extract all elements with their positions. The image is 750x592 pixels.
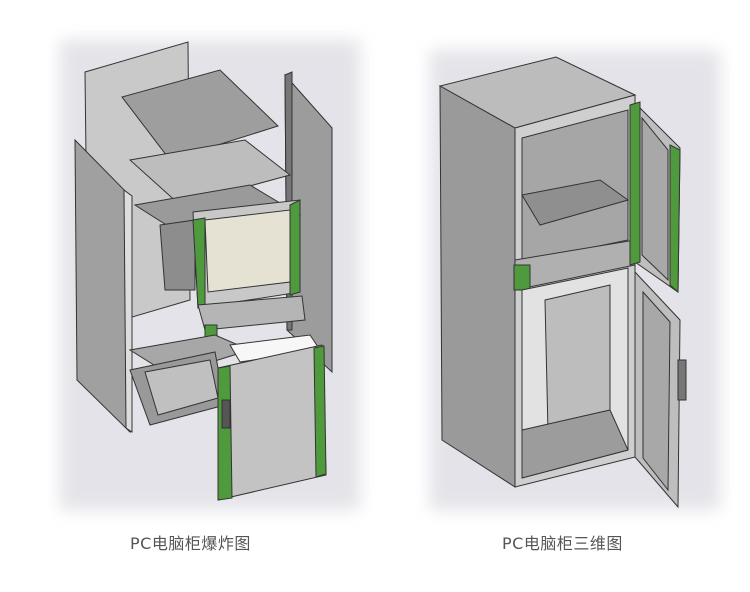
upper-door-green-right (289, 199, 301, 296)
upper-box (159, 219, 196, 291)
upper-door-glass (204, 209, 291, 293)
assembled-view-caption: PC电脑柜三维图 (502, 534, 623, 553)
lower-door (217, 344, 327, 501)
drawer-panel (197, 295, 306, 331)
lower-door-green-right (313, 345, 327, 478)
lower-door-handle (677, 359, 687, 401)
upper-shelf (521, 179, 630, 226)
lower-door-green-left (217, 365, 233, 501)
middle-green-left (513, 264, 531, 291)
upper-door-green-edge (669, 144, 681, 294)
top-cover (121, 69, 279, 161)
assembled-cabinet-drawing (438, 56, 687, 509)
lower-back (544, 284, 611, 433)
left-side-panel (74, 138, 131, 434)
bottom-floor (521, 409, 629, 479)
exploded-view-caption: PC电脑柜爆炸图 (130, 534, 251, 553)
upper-frame (128, 139, 292, 206)
upper-door-inner (641, 116, 669, 282)
left-side (439, 85, 516, 488)
left-side-panel-edge (123, 188, 133, 433)
lower-door-inner (642, 290, 671, 492)
door-handle (221, 399, 231, 429)
exploded-cabinet-drawing (74, 41, 333, 501)
upper-door-green-hinge (629, 101, 641, 266)
